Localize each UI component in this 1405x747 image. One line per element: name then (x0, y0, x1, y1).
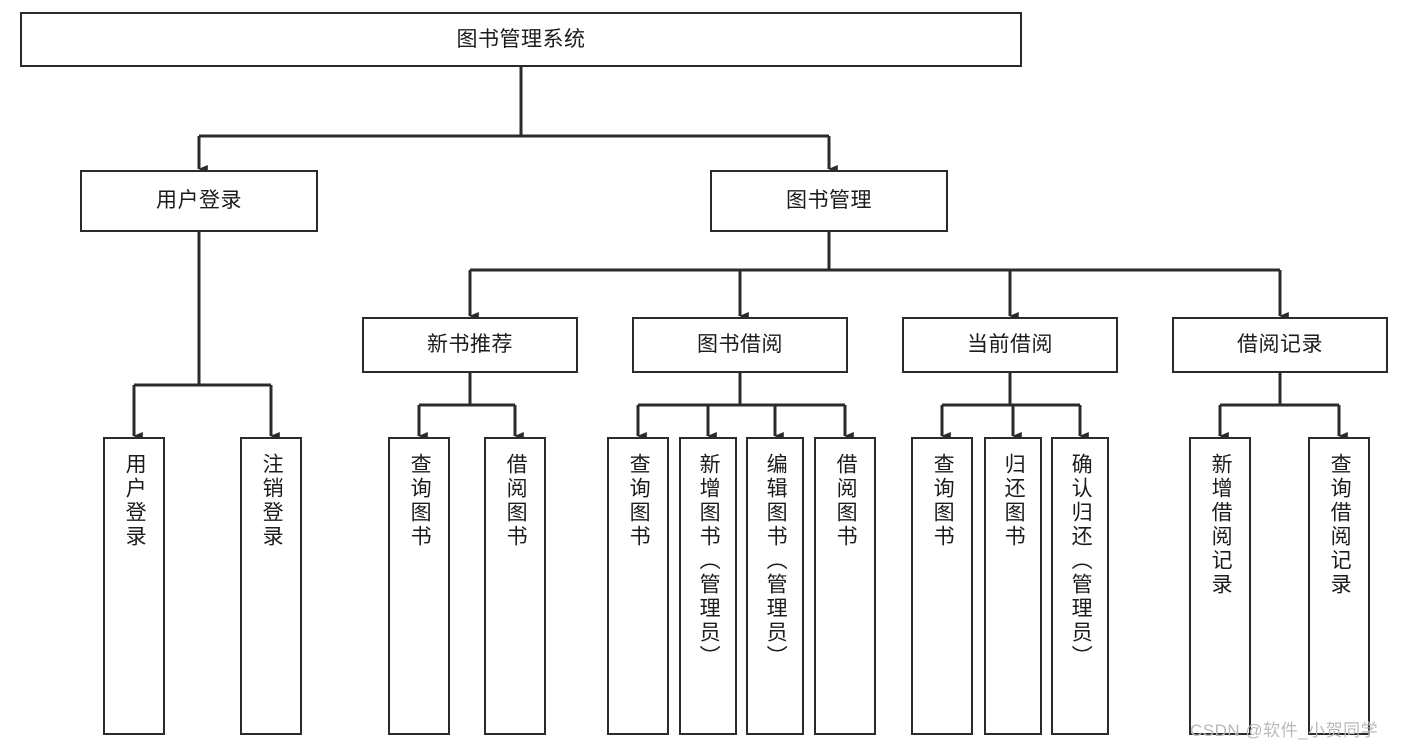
node-leaf-borrow-book-1: 借阅图书 (484, 437, 546, 735)
node-label: 用户登录 (123, 453, 147, 549)
node-label: 图书借阅 (697, 333, 783, 357)
node-label: 注销登录 (260, 453, 284, 549)
node-label: 当前借阅 (967, 333, 1053, 357)
node-user-login: 用户登录 (80, 170, 318, 232)
node-leaf-return-book: 归还图书 (984, 437, 1042, 735)
node-label: 归还图书 (1002, 453, 1026, 549)
node-new-book-rec: 新书推荐 (362, 317, 578, 373)
node-book-borrow: 图书借阅 (632, 317, 848, 373)
node-label: 查询借阅记录 (1328, 453, 1352, 597)
node-current-borrow: 当前借阅 (902, 317, 1118, 373)
node-leaf-user-login: 用户登录 (103, 437, 165, 735)
node-label: 查询图书 (408, 453, 432, 549)
node-label: 用户登录 (156, 189, 242, 213)
node-label: 新增借阅记录 (1209, 453, 1233, 597)
node-root: 图书管理系统 (20, 12, 1022, 67)
node-leaf-query-book-2: 查询图书 (607, 437, 669, 735)
node-label: 查询图书 (931, 453, 955, 549)
node-leaf-borrow-book-2: 借阅图书 (814, 437, 876, 735)
node-label: 确认归还（管理员） (1069, 453, 1093, 669)
node-leaf-confirm-return: 确认归还（管理员） (1051, 437, 1109, 735)
node-label: 借阅图书 (504, 453, 528, 549)
edge-layer (132, 67, 1348, 440)
node-leaf-query-record: 查询借阅记录 (1308, 437, 1370, 735)
node-book-manage: 图书管理 (710, 170, 948, 232)
node-leaf-edit-book: 编辑图书（管理员） (746, 437, 804, 735)
csdn-watermark: CSDN @软件_小贺同学 (1190, 721, 1379, 740)
node-label: 借阅记录 (1237, 333, 1323, 357)
node-label: 新增图书（管理员） (697, 453, 721, 669)
node-borrow-record: 借阅记录 (1172, 317, 1388, 373)
node-leaf-logout: 注销登录 (240, 437, 302, 735)
node-label: 编辑图书（管理员） (764, 453, 788, 669)
node-label: 查询图书 (627, 453, 651, 549)
node-leaf-add-book: 新增图书（管理员） (679, 437, 737, 735)
node-leaf-add-record: 新增借阅记录 (1189, 437, 1251, 735)
node-label: 图书管理系统 (456, 27, 586, 51)
node-leaf-query-book-1: 查询图书 (388, 437, 450, 735)
node-leaf-query-book-3: 查询图书 (911, 437, 973, 735)
node-label: 借阅图书 (834, 453, 858, 549)
node-label: 新书推荐 (427, 333, 513, 357)
node-label: 图书管理 (786, 189, 872, 213)
